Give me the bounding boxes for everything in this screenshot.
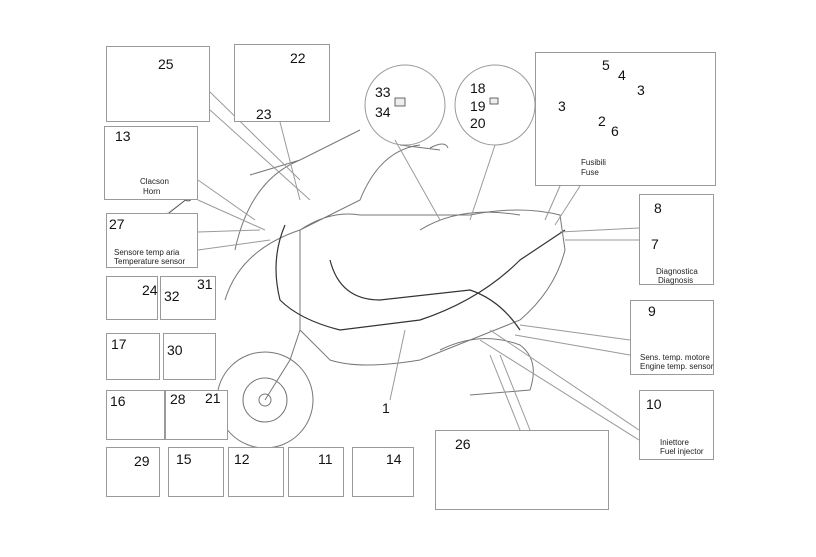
- part-box-engine-temp: [630, 300, 714, 375]
- callout-5: 5: [602, 57, 610, 73]
- callout-7: 7: [651, 236, 659, 252]
- part-box-16: [106, 390, 165, 440]
- callout-26: 26: [455, 436, 471, 452]
- callout-19: 19: [470, 98, 486, 114]
- callout-18: 18: [470, 80, 486, 96]
- callout-30: 30: [167, 342, 183, 358]
- part-box-horn: [104, 126, 198, 200]
- part-box-22-23: [234, 44, 330, 122]
- callout-25: 25: [158, 56, 174, 72]
- part-box-17: [106, 333, 160, 380]
- part-box-29: [106, 447, 160, 497]
- part-box-31-32: [160, 276, 216, 320]
- caption-temp-it: Sensore temp aria: [114, 248, 180, 257]
- callout-3a: 3: [558, 98, 566, 114]
- caption-diag-it: Diagnostica: [656, 267, 698, 276]
- callout-22: 22: [290, 50, 306, 66]
- callout-13: 13: [115, 128, 131, 144]
- caption-inj-en: Fuel injector: [660, 447, 704, 456]
- callout-12: 12: [234, 451, 250, 467]
- callout-27: 27: [109, 216, 125, 232]
- callout-9: 9: [648, 303, 656, 319]
- part-box-30: [163, 333, 216, 380]
- callout-24: 24: [142, 282, 158, 298]
- callout-8: 8: [654, 200, 662, 216]
- callout-32: 32: [164, 288, 180, 304]
- caption-engine-en: Engine temp. sensor: [640, 362, 714, 371]
- caption-fuse-en: Fuse: [581, 168, 599, 177]
- part-box-12: [228, 447, 284, 497]
- caption-diag-en: Diagnosis: [658, 276, 694, 285]
- caption-horn-en: Horn: [143, 187, 161, 196]
- callout-33: 33: [375, 84, 391, 100]
- part-box-15: [168, 447, 224, 497]
- callout-14: 14: [386, 451, 402, 467]
- callout-3b: 3: [637, 82, 645, 98]
- callout-34: 34: [375, 104, 391, 120]
- part-box-21-28: [165, 390, 228, 440]
- part-box-temp-sensor: [106, 213, 198, 268]
- callout-21: 21: [205, 390, 221, 406]
- caption-engine-it: Sens. temp. motore: [640, 353, 710, 362]
- part-box-24: [106, 276, 158, 320]
- caption-temp-en: Temperature sensor: [114, 257, 186, 266]
- caption-fuse-it: Fusibili: [581, 158, 606, 167]
- callout-16: 16: [110, 393, 126, 409]
- callout-4: 4: [618, 67, 626, 83]
- part-box-diagnosis: [639, 194, 714, 285]
- callout-17: 17: [111, 336, 127, 352]
- part-box-11: [288, 447, 344, 497]
- callout-6: 6: [611, 123, 619, 139]
- callout-29: 29: [134, 453, 150, 469]
- callout-11: 11: [318, 451, 333, 467]
- part-box-injector: [639, 390, 714, 460]
- part-box-14: [352, 447, 414, 497]
- caption-horn-it: Clacson: [140, 177, 169, 186]
- callout-2: 2: [598, 113, 606, 129]
- part-box-fuse: [535, 52, 716, 186]
- callout-23: 23: [256, 106, 272, 122]
- callout-31: 31: [197, 276, 213, 292]
- part-box-26: [435, 430, 609, 510]
- callout-28: 28: [170, 391, 186, 407]
- callout-10: 10: [646, 396, 662, 412]
- callout-20: 20: [470, 115, 486, 131]
- part-box-25: [106, 46, 210, 122]
- callout-1: 1: [382, 400, 390, 416]
- caption-inj-it: Iniettore: [660, 438, 689, 447]
- callout-15: 15: [176, 451, 192, 467]
